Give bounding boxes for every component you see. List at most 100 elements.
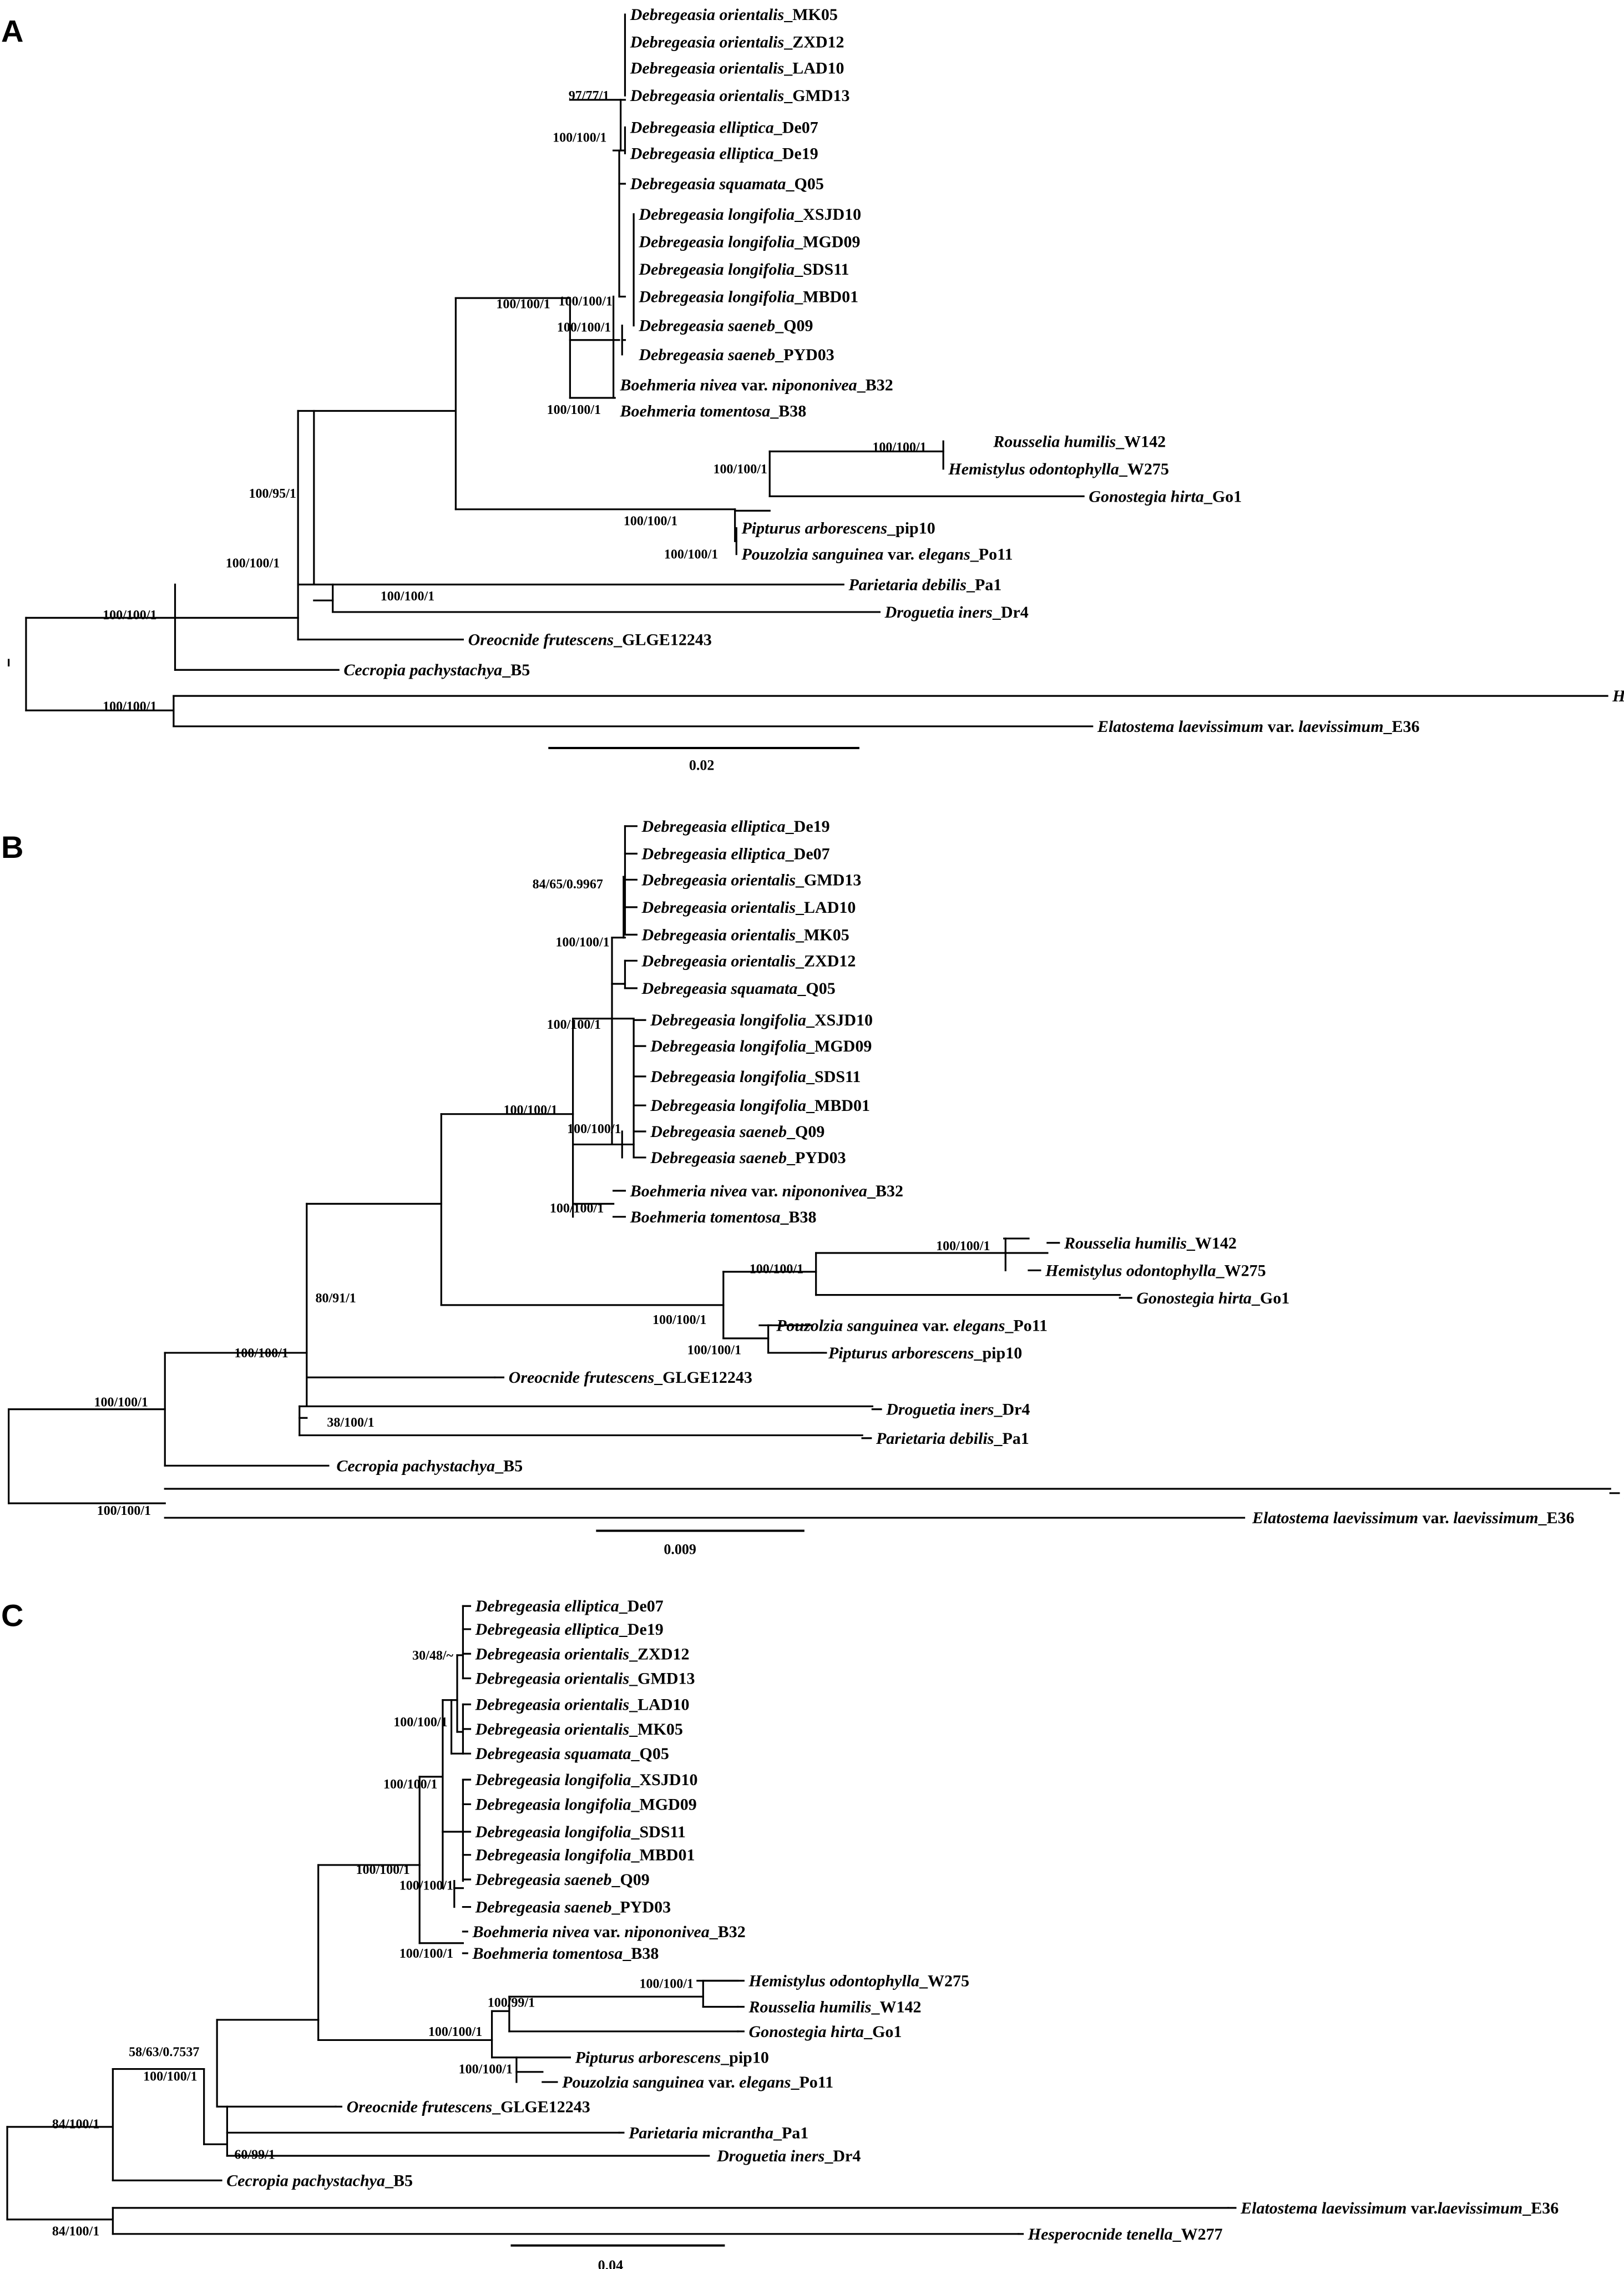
leaf-label: Cecropia pachystachya_B5 [343,661,530,679]
voucher-code: _W142 [1186,1234,1237,1252]
species-name: Debregeasia longifolia [638,205,795,224]
support-value: 100/100/1 [555,935,609,949]
species-name: Debregeasia longifolia [638,260,795,279]
species-name: Gonostegia hirta [1089,487,1204,506]
voucher-code: _De07 [773,118,818,137]
support-value: 100/100/1 [399,1878,453,1893]
leaf-label: Pouzolzia sanguinea var. elegans_Po11 [561,2073,833,2091]
leaf-label: Parietaria debilis_Pa1 [848,575,1001,594]
leaf-label: Debregeasia longifolia_MBD01 [475,1846,695,1864]
leaf-label: Debregeasia longifolia_MGD09 [638,233,860,251]
support-value: 100/100/1 [640,1977,694,1992]
voucher-code: _pip10 [887,519,935,538]
species-name: Boehmeria nivea [472,1923,589,1941]
rank-text: var. [1263,717,1298,736]
voucher-code: _MBD01 [630,1846,695,1864]
leaf-label: Oreocnide frutescens_GLGE12243 [509,1368,752,1387]
species-name: Parietaria micrantha [628,2124,773,2142]
species-name: Hesperocnide tenella [1028,2225,1173,2243]
species-name: Debregeasia saeneb [475,1898,612,1917]
tree-branches [8,13,1608,727]
leaf-label: Hemistylus odontophylla_W275 [748,1972,970,1990]
leaf-label: Gonostegia hirta_Go1 [1136,1289,1289,1307]
leaf-label: Rousselia humilis_W142 [748,1998,922,2016]
voucher-code: _W275 [1119,460,1169,478]
support-value: 60/99/1 [234,2147,275,2162]
species-name: Droguetia iners [886,1401,994,1419]
leaf-label: Debregeasia longifolia_SDS11 [475,1823,686,1841]
support-value: 100/100/1 [399,1947,453,1961]
voucher-code: _GMD13 [783,87,849,105]
support-value: 30/48/~ [412,1649,453,1663]
support-value: 100/100/1 [872,441,926,455]
leaf-label: Boehmeria tomentosa_B38 [630,1208,817,1226]
support-value: 58/63/0.7537 [129,2045,199,2059]
leaf-label: Debregeasia longifolia_MBD01 [650,1096,870,1115]
voucher-code: _XSJD10 [794,205,861,224]
support-value: 100/100/1 [652,1313,706,1327]
species-name: Debregeasia orientalis [475,1720,630,1739]
voucher-code: _ZXD12 [629,1645,689,1663]
leaf-label: Oreocnide frutescens_GLGE12243 [347,2098,590,2116]
leaf-label: Debregeasia elliptica_De19 [475,1620,664,1639]
leaf-label: Droguetia iners_Dr4 [716,2147,861,2165]
support-value: 100/100/1 [393,1715,447,1730]
leaf-label: Hesperocnide tenella_W277 [1612,687,1624,705]
leaf-label: Pouzolzia sanguinea var. elegans_Po11 [776,1316,1048,1335]
voucher-code: _pip10 [973,1344,1022,1362]
species-name: Pouzolzia sanguinea [561,2073,704,2091]
species-name: Debregeasia elliptica [630,118,774,137]
leaf-label: Debregeasia elliptica_De19 [630,144,818,163]
leaf-label: Debregeasia elliptica_De19 [641,817,830,836]
scale-bar-label: 0.009 [664,1542,696,1558]
support-value: 100/100/1 [103,699,156,714]
voucher-code: _MK05 [783,6,838,24]
voucher-code: _Q05 [631,1745,669,1763]
voucher-code: _E36 [1522,2199,1559,2217]
support-value: 100/100/1 [687,1343,741,1358]
voucher-code: _De19 [773,144,818,163]
voucher-code: _PYD03 [611,1898,671,1917]
voucher-code: _Q09 [786,1123,824,1141]
leaf-label: Boehmeria nivea var. nipononivea_B32 [619,376,893,395]
support-value: 100/100/1 [553,131,606,145]
voucher-code: _Po11 [790,2073,833,2091]
species-name: Debregeasia longifolia [650,1068,806,1086]
leaf-label: Oreocnide frutescens_GLGE12243 [468,630,712,649]
support-value: 100/100/1 [94,1396,148,1410]
voucher-code: _B38 [780,1208,817,1226]
rank-text: var. [1407,2199,1438,2217]
voucher-code: _XSJD10 [806,1011,873,1029]
voucher-code: _Dr4 [824,2147,861,2165]
leaf-label: Debregeasia saeneb_Q09 [475,1871,650,1889]
tree-branches [6,1605,1237,2235]
voucher-code: _MGD09 [794,233,860,251]
voucher-code: _Go1 [863,2023,902,2041]
leaf-label: Debregeasia saeneb_PYD03 [638,346,834,364]
leaf-label: Debregeasia longifolia_MGD09 [475,1795,697,1813]
species-name: Parietaria debilis [876,1429,994,1448]
voucher-code: _B5 [494,1457,523,1475]
leaf-label: Debregeasia orientalis_GMD13 [630,87,850,105]
support-value: 97/77/1 [569,89,609,103]
voucher-code: _LAD10 [783,59,844,78]
species-name: Debregeasia longifolia [650,1037,806,1055]
species-name: Pipturus arborescens [575,2049,721,2067]
support-value: 100/100/1 [547,403,601,417]
voucher-code: _B32 [867,1182,903,1200]
species-name: Debregeasia squamata [475,1745,631,1763]
species-name: Debregeasia longifolia [638,233,795,251]
scale-bar: 0.02 [548,747,859,773]
species-name: Hesperocnide tenella [1612,687,1624,705]
species-name: Debregeasia saeneb [475,1871,612,1889]
voucher-code: _PYD03 [786,1149,846,1167]
leaf-label: Rousselia humilis_W142 [993,432,1166,451]
leaf-label: Boehmeria tomentosa_B38 [619,402,806,421]
voucher-code: _MGD09 [806,1037,872,1055]
species-name: Debregeasia saeneb [638,317,775,335]
support-value: 100/100/1 [459,2063,513,2077]
infraspecific-name: nipononivea [624,1923,709,1941]
species-name: Debregeasia elliptica [475,1597,619,1615]
